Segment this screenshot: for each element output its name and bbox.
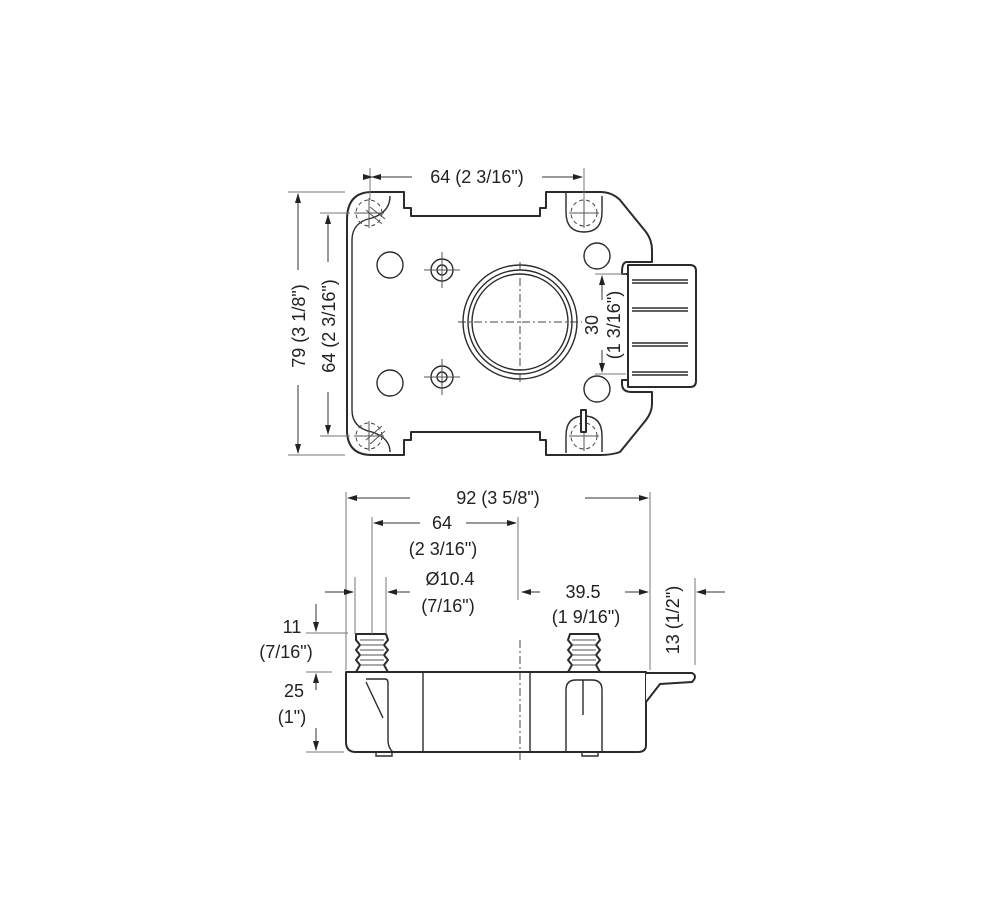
mounting-hole	[583, 375, 611, 403]
dim-label-center-to-edge-imperial: (1 9/16")	[552, 607, 620, 627]
dim-label-latch-protrusion: 13 (1/2")	[663, 586, 683, 654]
dim-label-center-to-edge: 39.5	[565, 582, 600, 602]
dim-label-latch-width-imperial: (1 3/16")	[604, 291, 624, 359]
dim-label-total-width: 92 (3 5/8")	[456, 488, 539, 508]
threaded-bolt-right	[567, 633, 601, 673]
latch-tongue	[627, 264, 697, 388]
side-latch-tab	[645, 672, 696, 703]
dimension-latch-width	[595, 273, 626, 375]
dim-label-top-width: 64 (2 3/16")	[430, 167, 523, 187]
mounting-hole	[376, 251, 404, 279]
screw-slot	[580, 409, 587, 433]
corner-pocket-top-right	[565, 193, 603, 233]
dimension-top-width	[363, 168, 585, 200]
dim-label-body-height: 25	[284, 681, 304, 701]
dim-label-bolt-diameter: Ø10.4	[425, 569, 474, 589]
dim-label-bolt-spacing-imperial: (2 3/16")	[409, 539, 477, 559]
dim-label-bolt-diameter-imperial: (7/16")	[421, 596, 474, 616]
bolt-hole-top	[424, 252, 460, 288]
dim-label-body-height-imperial: (1")	[278, 707, 306, 727]
corner-pocket-bottom-left	[351, 409, 391, 453]
dimension-total-height	[288, 191, 345, 456]
mounting-hole	[583, 242, 611, 270]
dim-label-bolt-height: 11	[283, 617, 302, 637]
dim-label-total-height: 79 (3 1/8")	[289, 284, 309, 367]
side-body-outline	[345, 671, 647, 753]
cylinder-ring	[458, 262, 582, 385]
dim-label-latch-width: 30	[582, 315, 602, 335]
threaded-bolt-left	[355, 633, 389, 673]
mounting-hole	[376, 369, 404, 397]
corner-pocket-top-left	[351, 195, 391, 241]
dimension-bolt-height	[320, 212, 350, 437]
dim-label-bolt-height: 64 (2 3/16")	[319, 279, 339, 372]
dim-label-bolt-spacing: 64	[432, 513, 452, 533]
side-view: 92 (3 5/8") 64 (2 3/16") Ø10.4 (7/16") 3…	[259, 488, 725, 762]
top-view: 64 (2 3/16") 79 (3 1/8") 64 (2 3/16") 30…	[288, 167, 697, 456]
dim-label-bolt-height-imperial: (7/16")	[259, 642, 312, 662]
bolt-hole-bottom	[424, 359, 460, 395]
